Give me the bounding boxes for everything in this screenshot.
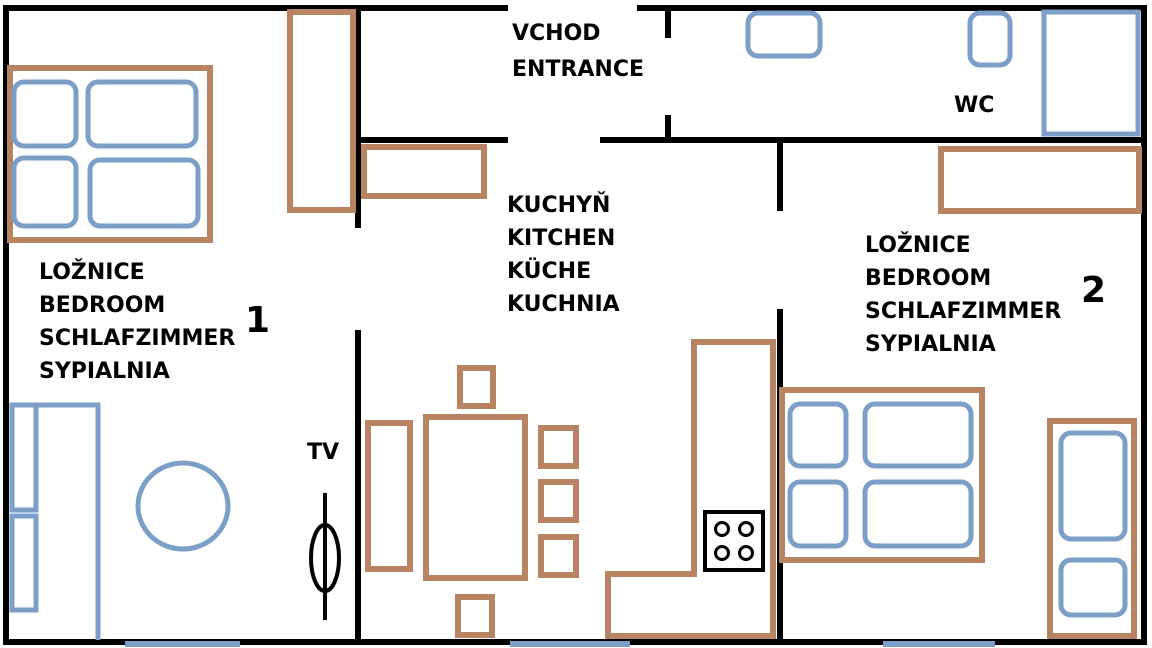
bedroom2-label-line: LOŽNICE	[865, 232, 971, 258]
mattress-icon	[1058, 430, 1128, 542]
wc-label: WC	[954, 93, 994, 118]
burner-icon	[714, 545, 730, 561]
sofa-cushion-icon	[9, 402, 39, 513]
bedroom2-label-line: SYPIALNIA	[865, 332, 996, 357]
entrance-label-line: VCHOD	[512, 21, 601, 46]
dining-bench	[365, 420, 413, 572]
wardrobe-bedroom2	[938, 146, 1142, 214]
bedroom2-number: 2	[1081, 270, 1106, 311]
sink-icon	[745, 10, 823, 59]
kitchen-label-line: KUCHNIA	[507, 292, 620, 317]
stove-icon	[703, 510, 765, 572]
chair-icon	[538, 425, 579, 469]
dining-table	[423, 414, 528, 581]
pillow-icon	[11, 79, 79, 149]
toilet-icon	[967, 10, 1013, 68]
bedroom2-label: LOŽNICE BEDROOM SCHLAFZIMMER SYPIALNIA	[865, 232, 1061, 357]
mattress-icon	[862, 401, 974, 469]
chair-icon	[538, 479, 579, 523]
wardrobe-bedroom1	[287, 9, 356, 213]
bedroom1-label-line: SCHLAFZIMMER	[39, 326, 235, 351]
kitchen-label-line: KITCHEN	[507, 226, 615, 251]
entrance-label: VCHOD ENTRANCE	[512, 21, 644, 82]
pillow-icon	[11, 155, 79, 229]
tv-label: TV	[307, 440, 339, 465]
shower-icon	[1041, 9, 1141, 137]
chair-icon	[455, 594, 495, 638]
kitchen-label-line: KUCHYŇ	[507, 192, 610, 218]
bedroom1-label-line: SYPIALNIA	[39, 359, 170, 384]
tv-icon	[309, 523, 341, 593]
bedroom1-label-line: LOŽNICE	[39, 259, 145, 285]
burner-icon	[714, 521, 730, 537]
chair-icon	[538, 534, 579, 578]
kitchen-counter	[605, 339, 776, 639]
pillow-icon	[1058, 557, 1128, 618]
bedroom1-number: 1	[245, 300, 270, 341]
burner-icon	[738, 545, 754, 561]
pillow-icon	[787, 479, 849, 549]
kitchen-label-line: KÜCHE	[507, 258, 591, 284]
stove-top-icon	[703, 510, 765, 572]
kitchen-furniture	[361, 144, 776, 639]
bedroom1-label-line: BEDROOM	[39, 293, 165, 318]
mattress-icon	[862, 479, 974, 549]
kitchen-label: KUCHYŇ KITCHEN KÜCHE KUCHNIA	[507, 192, 620, 317]
bedroom2-label-line: BEDROOM	[865, 266, 991, 291]
bedroom2-furniture	[779, 146, 1142, 639]
sofa-cushion-icon	[9, 513, 39, 613]
chair-icon	[457, 365, 496, 409]
bedroom1-label: LOŽNICE BEDROOM SCHLAFZIMMER SYPIALNIA	[39, 259, 235, 384]
mattress-icon	[87, 157, 201, 229]
mattress-icon	[85, 79, 199, 149]
kitchen-cabinet	[361, 144, 487, 199]
wc-fixtures	[745, 9, 1141, 137]
burner-icon	[738, 521, 754, 537]
round-table-icon	[135, 460, 231, 552]
pillow-icon	[787, 401, 849, 469]
bedroom2-label-line: SCHLAFZIMMER	[865, 299, 1061, 324]
entrance-label-line: ENTRANCE	[512, 57, 644, 82]
bedroom1-furniture	[7, 9, 356, 640]
